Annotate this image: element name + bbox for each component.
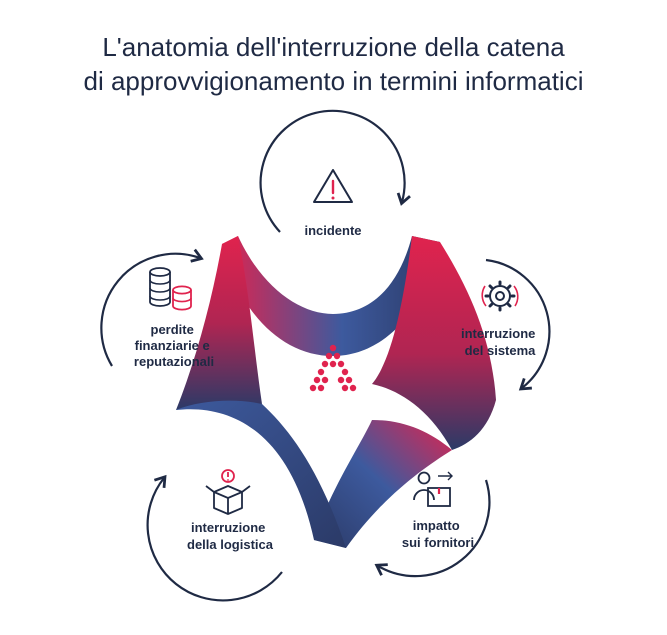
arrow-arc-perdite bbox=[100, 248, 204, 367]
ribbon-segment-bottom-left bbox=[176, 396, 346, 548]
arrow-arc-incidente bbox=[259, 109, 411, 233]
ribbon-segment-left bbox=[176, 236, 262, 410]
ribbon-segment-bottom-right bbox=[314, 420, 452, 548]
page-title: L'anatomia dell'interruzione della caten… bbox=[0, 30, 667, 98]
center-ribbon-star bbox=[176, 236, 496, 548]
coins-icon bbox=[149, 267, 192, 311]
arrow-arc-impatto-fornitori bbox=[374, 479, 491, 578]
title-line-1: L'anatomia dell'interruzione della caten… bbox=[102, 32, 565, 62]
gear-icon bbox=[481, 280, 519, 312]
node-incidente-label: incidente bbox=[304, 223, 361, 238]
node-interruzione-logistica: interruzione della logistica bbox=[146, 469, 283, 602]
triangle-dots-logo bbox=[309, 344, 357, 392]
node-incidente: incidente bbox=[259, 109, 411, 238]
node-perdite-label: perdite finanziarie e reputazionali bbox=[134, 322, 214, 369]
node-interruzione-sistema: interruzione del sistema bbox=[461, 258, 551, 391]
ribbon-segment-top bbox=[222, 236, 440, 356]
box-person-icon bbox=[413, 471, 453, 507]
title-line-2: di approvvigionamento in termini informa… bbox=[83, 66, 584, 96]
box-alert-icon bbox=[205, 469, 251, 515]
warning-icon bbox=[313, 169, 353, 203]
node-perdite: perdite finanziarie e reputazionali bbox=[100, 248, 214, 369]
node-impatto-fornitori: impatto sui fornitori bbox=[374, 471, 491, 578]
node-interruzione-sistema-label: interruzione del sistema bbox=[461, 326, 539, 358]
arrow-arc-interruzione-logistica bbox=[146, 474, 283, 602]
node-impatto-fornitori-label: impatto sui fornitori bbox=[402, 518, 474, 550]
ribbon-segment-right bbox=[372, 236, 496, 450]
node-interruzione-logistica-label: interruzione della logistica bbox=[187, 520, 274, 552]
arrow-arc-interruzione-sistema bbox=[485, 258, 551, 391]
